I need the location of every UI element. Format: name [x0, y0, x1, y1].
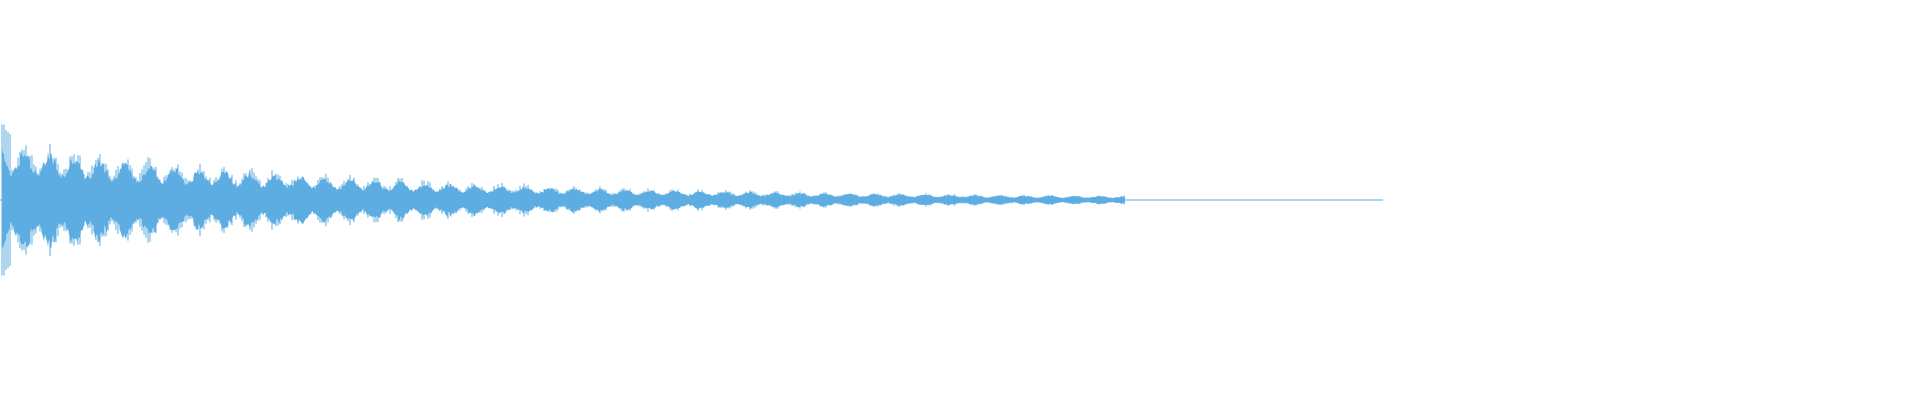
- waveform-samples: [1, 124, 1125, 276]
- waveform-trace: [1, 124, 1125, 276]
